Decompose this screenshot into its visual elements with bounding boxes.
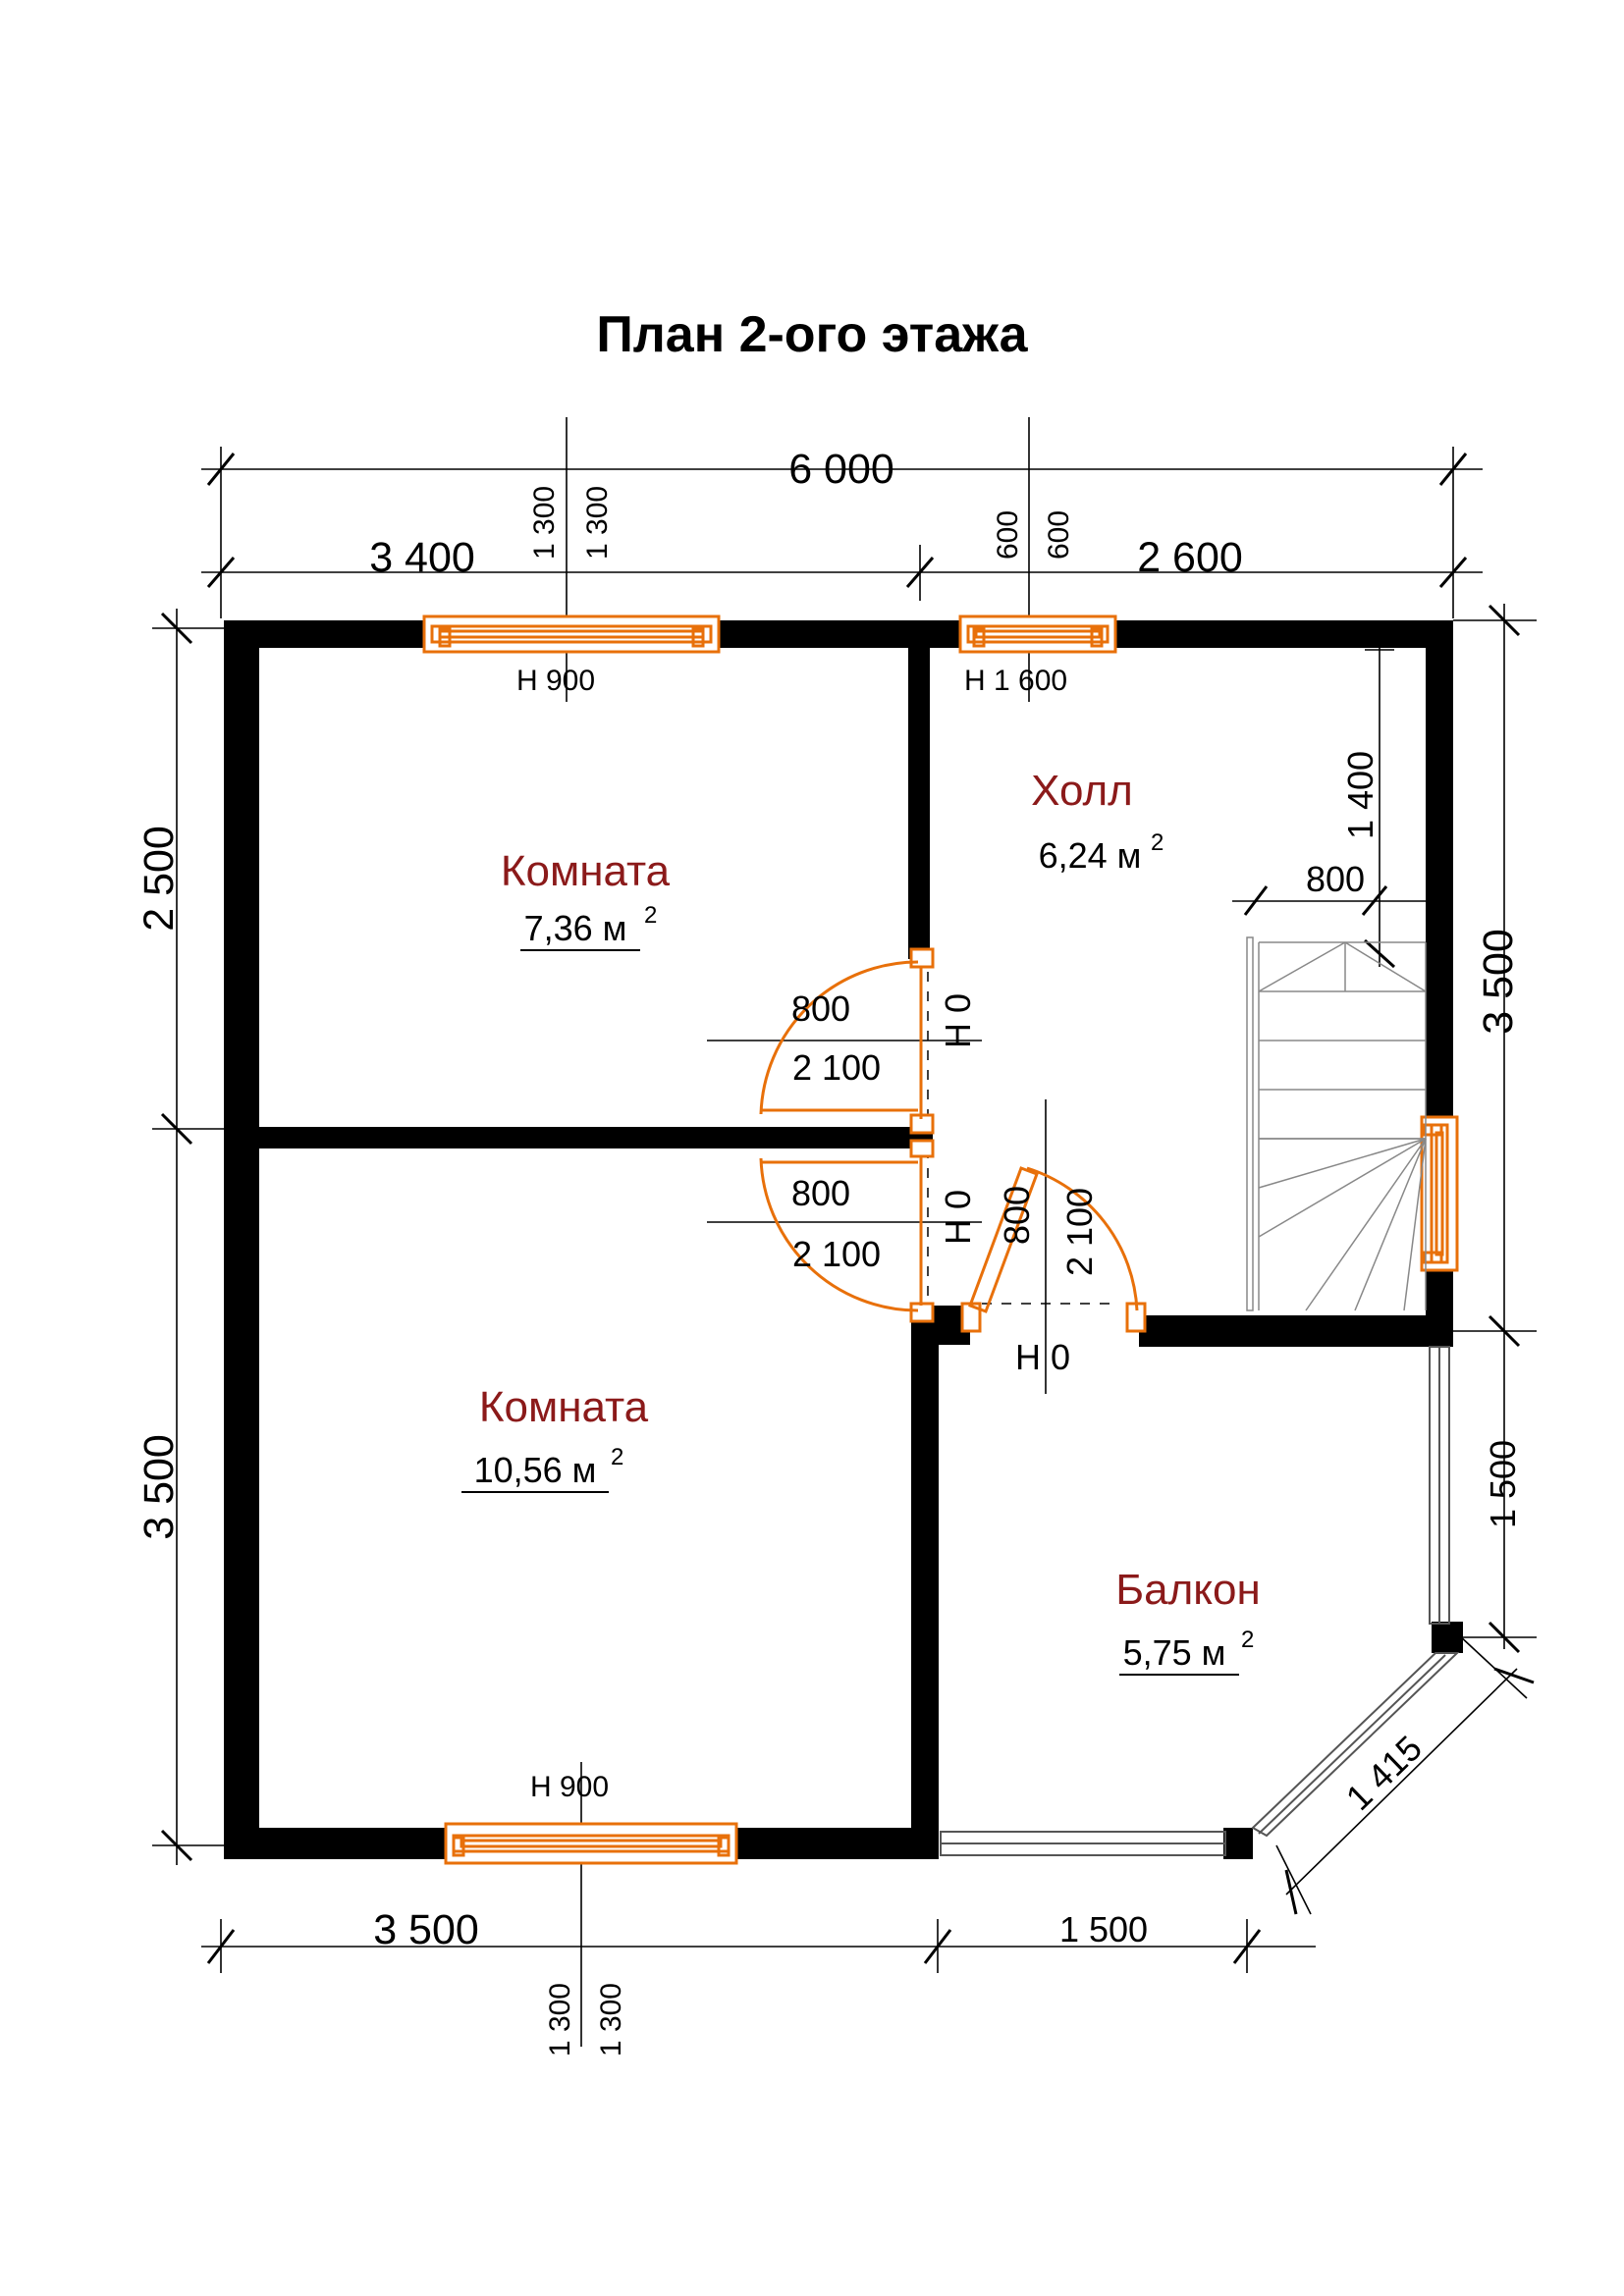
dim-left-upper: 2 500 [135,826,183,932]
dim-bottom-window-b: 1 300 [595,1983,627,2056]
dim-right-lower: 1 500 [1483,1440,1523,1528]
door-lower-height: 2 100 [792,1234,881,1274]
dim-top-right: 2 600 [1137,534,1243,581]
window-top-right-sill: Н 1 600 [964,665,1067,697]
room-area-sup-3: 2 [611,1444,623,1470]
room-area-2: 6,24 м [1039,835,1142,876]
dim-diagonal: 1 415 [1338,1728,1430,1818]
dimension-lines [152,417,1537,2047]
door-balcony-width: 800 [997,1186,1037,1245]
room-area-sup-1: 2 [644,902,657,929]
door-balcony-height: 2 100 [1059,1188,1100,1276]
dim-top-window-right-b: 600 [1043,510,1075,560]
dim-bottom-window-a: 1 300 [544,1983,576,2056]
dim-overall-width: 6 000 [788,446,894,493]
room-area-sup-4: 2 [1241,1627,1254,1653]
dim-top-left: 3 400 [369,534,475,581]
window-top-left-sill: Н 900 [516,665,595,697]
door-lower-width: 800 [791,1173,850,1213]
stairs [1246,936,1427,1311]
dim-top-window-left-a: 1 300 [528,486,561,560]
door-balcony-sill: Н 0 [1015,1337,1070,1377]
dim-stair-height: 1 400 [1340,751,1380,839]
room-name-1: Комната [501,847,671,895]
room-name-3: Комната [479,1383,649,1431]
doors [759,947,1147,1333]
plan-title: План 2-ого этажа [596,306,1028,363]
dim-right-upper: 3 500 [1475,929,1522,1035]
window-labels: Н 900 Н 1 600 Н 900 [516,665,1067,1803]
dim-left-lower: 3 500 [135,1434,183,1540]
window-bottom-sill: Н 900 [530,1771,609,1803]
room-labels: Комната 7,36 м 2 Холл 6,24 м 2 Комната 1… [461,767,1261,1676]
dim-stair-width: 800 [1306,859,1365,899]
door-upper-sill: Н 0 [938,993,978,1048]
room-area-4: 5,75 м [1123,1632,1226,1673]
room-name-4: Балкон [1115,1566,1261,1614]
dim-bottom-right: 1 500 [1059,1909,1148,1949]
door-lower-sill: Н 0 [938,1190,978,1245]
dim-bottom-left: 3 500 [373,1906,479,1953]
room-area-sup-2: 2 [1151,829,1164,856]
room-area-1: 7,36 м [524,908,627,948]
windows [422,614,1460,1865]
dim-top-window-right-a: 600 [992,510,1024,560]
door-upper-width: 800 [791,988,850,1029]
room-name-2: Холл [1031,767,1133,815]
dim-top-window-left-b: 1 300 [581,486,614,560]
dimension-labels: 6 000 3 400 2 600 1 300 1 300 600 600 2 … [135,446,1523,2056]
door-upper-height: 2 100 [792,1047,881,1088]
room-area-3: 10,56 м [474,1450,597,1490]
door-labels: 800 2 100 Н 0 800 2 100 Н 0 800 2 100 Н … [791,988,1100,1377]
